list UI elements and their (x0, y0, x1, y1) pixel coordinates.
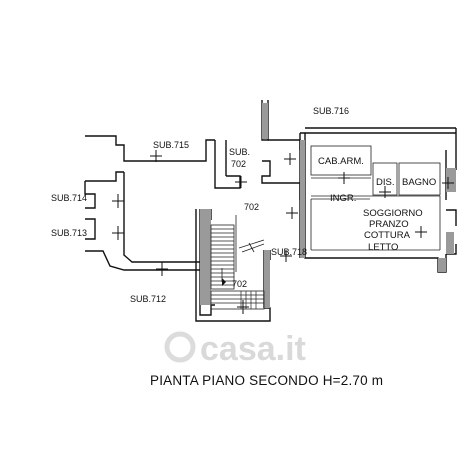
plan-title: PIANTA PIANO SECONDO H=2.70 m (150, 373, 383, 388)
room-ingr: INGR. (330, 193, 356, 204)
unit-labels: SUB.716 SUB.715 SUB. 702 SUB.714 SUB.713… (51, 106, 349, 304)
label-sub718: SUB.718 (271, 247, 307, 257)
room-soggiorno: SOGGIORNO (363, 208, 423, 219)
partitions (310, 145, 441, 251)
wall-hatching (200, 103, 456, 308)
room-dis: DIS. (376, 177, 394, 188)
room-letto: LETTO (368, 242, 398, 253)
label-landing-702: 702 (232, 279, 247, 289)
watermark-text: casa.it (200, 330, 306, 368)
opening-markers (112, 150, 454, 314)
staircase: 702 (210, 202, 265, 310)
room-pranzo: PRANZO (369, 219, 409, 230)
label-sub713: SUB.713 (51, 228, 87, 238)
room-labels: CAB.ARM. DIS. BAGNO INGR. SOGGIORNO PRAN… (318, 156, 436, 253)
label-sub715: SUB.715 (153, 140, 189, 150)
room-cab-arm: CAB.ARM. (318, 156, 364, 167)
label-sub714: SUB.714 (51, 193, 87, 203)
label-sub712: SUB.712 (130, 294, 166, 304)
stair-label-top: 702 (244, 202, 259, 212)
label-sub716: SUB.716 (313, 106, 349, 116)
room-bagno: BAGNO (402, 177, 436, 188)
room-cottura: COTTURA (364, 230, 411, 241)
stair-arrow-icon (222, 278, 226, 286)
label-sub702-line2: 702 (231, 159, 246, 169)
label-sub702-line1: SUB. (229, 147, 250, 157)
watermark: casa.it (164, 330, 306, 368)
